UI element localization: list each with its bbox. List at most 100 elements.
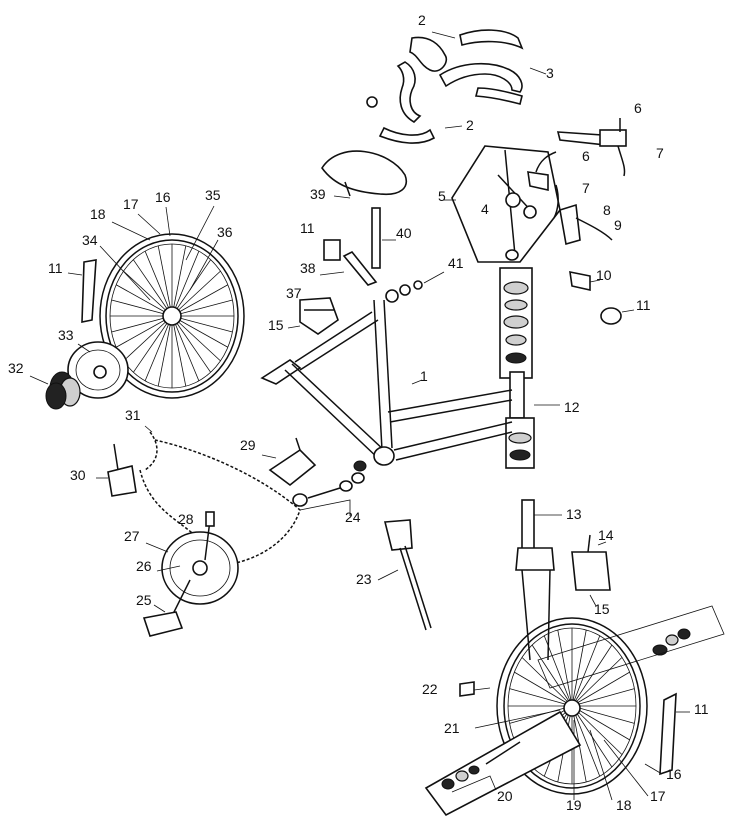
spoke (571, 705, 635, 724)
part-label-lbl-38: 38 (300, 260, 316, 276)
spoke (571, 671, 630, 707)
part-label-lbl-16a: 16 (155, 189, 171, 205)
kickstand-part (377, 519, 432, 631)
part-label-lbl-6b: 6 (582, 148, 590, 164)
part-label-lbl-32: 32 (8, 360, 24, 376)
freewheel-part (29, 341, 129, 410)
part-label-lbl-10: 10 (596, 267, 612, 283)
part-label-lbl-33: 33 (58, 327, 74, 343)
part-label-lbl-18a: 18 (90, 206, 106, 222)
front-axle-part (424, 605, 725, 817)
part-label-lbl-13: 13 (566, 506, 582, 522)
part-label-lbl-1: 1 (420, 368, 428, 384)
part-label-lbl-36: 36 (217, 224, 233, 240)
spoke (171, 315, 211, 373)
frame-part (260, 299, 513, 466)
spoke (115, 284, 173, 317)
spoke (171, 245, 187, 317)
part-label-lbl-17a: 17 (123, 196, 139, 212)
saddle-part (319, 150, 445, 303)
rear-wheel-part (67, 205, 245, 399)
part-label-lbl-21: 21 (444, 720, 460, 736)
part-label-lbl-27: 27 (124, 528, 140, 544)
part-label-lbl-7b: 7 (582, 180, 590, 196)
derailleur-part (96, 437, 317, 497)
spoke (133, 315, 173, 373)
spoke (571, 635, 601, 707)
part-label-lbl-29: 29 (240, 437, 256, 453)
part-label-lbl-41: 41 (448, 255, 464, 271)
part-label-lbl-9: 9 (614, 217, 622, 233)
bottom-bracket-part (292, 460, 367, 516)
spoke (509, 705, 573, 724)
spoke (571, 705, 601, 777)
crankset-part (142, 511, 239, 637)
spoke (531, 644, 573, 707)
part-label-lbl-11d: 11 (694, 701, 709, 717)
rear-brake-part (287, 297, 339, 335)
spoke (144, 250, 173, 317)
part-label-lbl-4: 4 (481, 201, 489, 217)
front-wheel-part (474, 617, 690, 801)
spoke (571, 688, 635, 707)
part-label-lbl-11a: 11 (300, 220, 315, 236)
part-label-lbl-18b: 18 (616, 797, 632, 813)
fork-part (515, 499, 611, 661)
part-label-lbl-11c: 11 (636, 297, 651, 313)
part-label-lbl-2a: 2 (418, 12, 426, 28)
spoke (171, 315, 229, 348)
part-label-lbl-22: 22 (422, 681, 438, 697)
part-label-lbl-2b: 2 (466, 117, 474, 133)
headset-part (499, 267, 560, 469)
part-label-lbl-17b: 17 (650, 788, 666, 804)
part-label-lbl-5: 5 (438, 188, 446, 204)
spoke (571, 705, 623, 755)
spoke (123, 270, 173, 317)
part-label-lbl-19: 19 (566, 797, 582, 813)
spoke (571, 705, 630, 741)
spoke (171, 284, 229, 317)
spoke (123, 315, 173, 362)
brake-lever-part (527, 118, 635, 325)
stem-part (444, 145, 561, 263)
part-label-lbl-15a: 15 (268, 317, 284, 333)
spoke (111, 299, 173, 317)
spoke (171, 315, 187, 387)
part-label-lbl-40: 40 (396, 225, 412, 241)
part-label-lbl-7a: 7 (656, 145, 664, 161)
part-label-lbl-6a: 6 (634, 100, 642, 116)
spoke (171, 315, 233, 333)
spoke (115, 315, 173, 348)
part-label-lbl-35: 35 (205, 187, 221, 203)
part-label-lbl-15b: 15 (594, 601, 610, 617)
part-label-lbl-31: 31 (125, 407, 141, 423)
part-label-lbl-3: 3 (546, 65, 554, 81)
spoke (157, 315, 173, 387)
spoke (133, 259, 173, 317)
part-label-lbl-23: 23 (356, 571, 372, 587)
part-label-lbl-26: 26 (136, 558, 152, 574)
part-label-lbl-20: 20 (497, 788, 513, 804)
spoke (171, 250, 200, 317)
spoke (171, 270, 221, 317)
spoke (557, 629, 573, 707)
part-label-lbl-28: 28 (178, 511, 194, 527)
part-label-lbl-8: 8 (603, 202, 611, 218)
spoke (157, 245, 173, 317)
part-label-lbl-12: 12 (564, 399, 580, 415)
spoke (144, 315, 173, 382)
spoke (571, 629, 587, 707)
part-label-lbl-16b: 16 (666, 766, 682, 782)
part-label-lbl-34: 34 (82, 232, 98, 248)
part-label-lbl-25: 25 (136, 592, 152, 608)
spoke (509, 688, 573, 707)
spoke (514, 671, 573, 707)
part-label-lbl-37: 37 (286, 285, 302, 301)
part-label-lbl-30: 30 (70, 467, 86, 483)
spoke (571, 644, 613, 707)
spoke (111, 315, 173, 333)
spoke (543, 635, 573, 707)
spoke (171, 315, 221, 362)
